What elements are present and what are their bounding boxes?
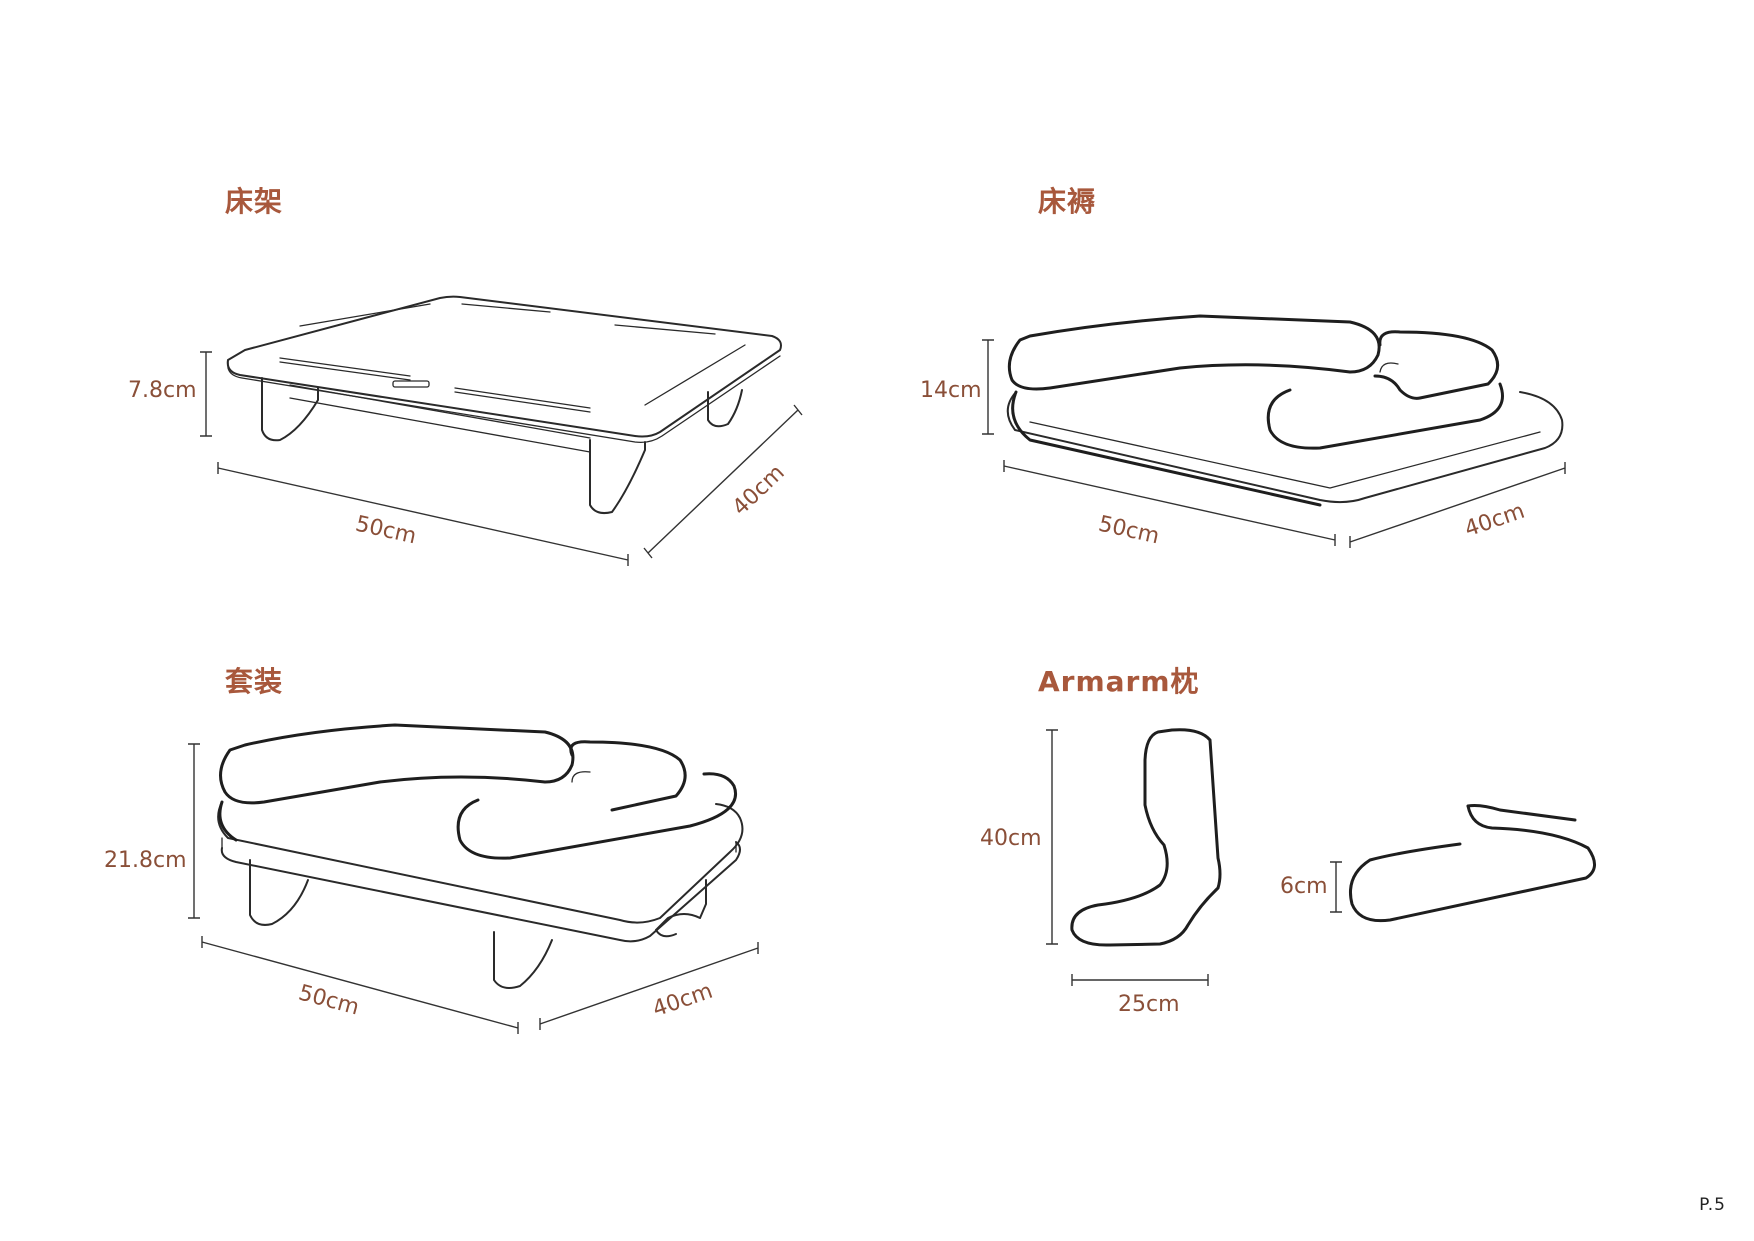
pillow-thickness-label: 6cm — [1280, 874, 1328, 899]
page-number: P.5 — [1699, 1195, 1726, 1215]
pillow-title: Armarm枕 — [1038, 665, 1200, 698]
frame-height-label: 7.8cm — [128, 378, 197, 403]
frame-dimension-lines — [200, 351, 803, 566]
pillow-side-drawing — [1070, 728, 1222, 947]
set-drawing — [217, 723, 744, 989]
set-height-label: 21.8cm — [104, 848, 187, 873]
pillow-height-label: 40cm — [980, 826, 1042, 851]
bed-frame-drawing — [226, 295, 782, 515]
mattress-dimension-lines — [982, 339, 1566, 548]
set-dimension-lines — [188, 743, 759, 1034]
set-title: 套装 — [225, 665, 284, 698]
pillow-dimension-lines — [1046, 729, 1342, 986]
mattress-height-label: 14cm — [920, 378, 982, 403]
mattress-title: 床褥 — [1038, 185, 1097, 218]
mattress-drawing — [1006, 314, 1564, 507]
pillow-depth-label: 25cm — [1118, 992, 1180, 1017]
pillow-front-drawing — [1349, 804, 1596, 923]
frame-title: 床架 — [225, 185, 284, 218]
